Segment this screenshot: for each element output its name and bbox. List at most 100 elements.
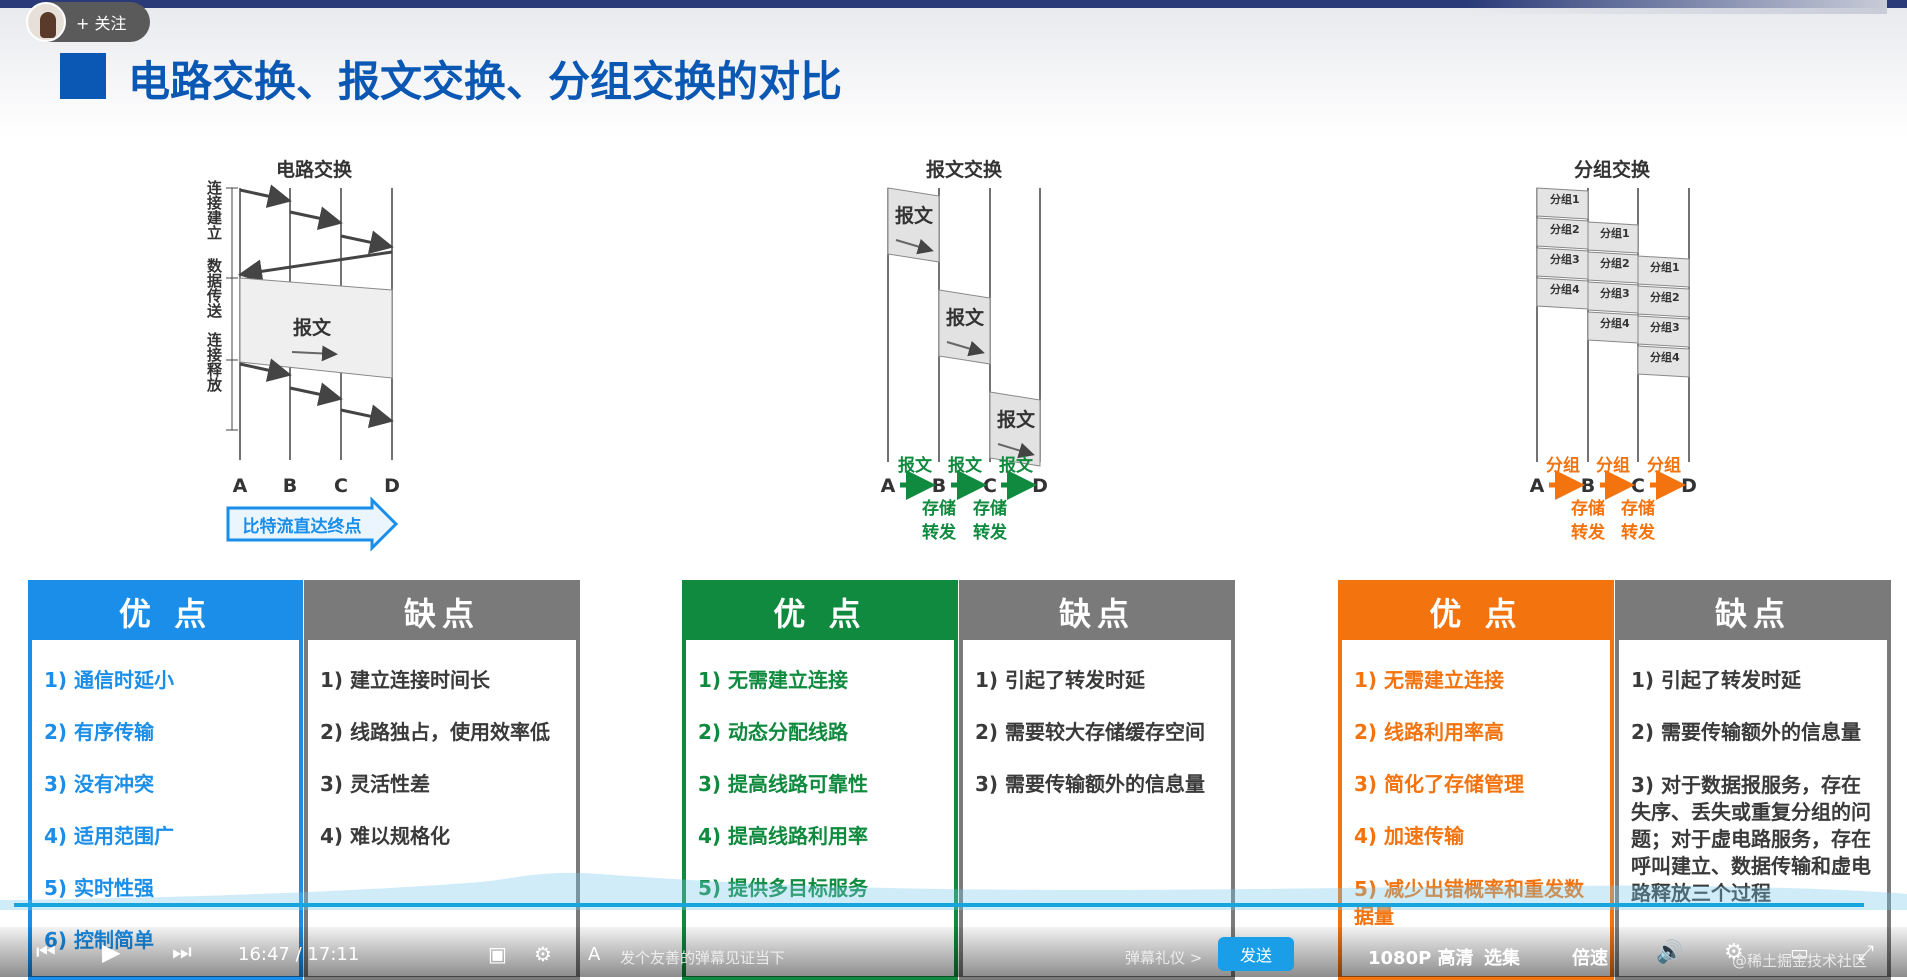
circuit-pro-6: 6) 控制简单	[44, 914, 299, 966]
packet-diagram-title: 分组交换	[1574, 158, 1651, 181]
message-node-c: C	[983, 475, 997, 497]
danmaku-etiquette-link[interactable]: 弹幕礼仪 >	[1125, 949, 1203, 967]
pip-icon[interactable]: ▭	[1790, 940, 1809, 964]
message-pro-5: 5) 提供多目标服务	[698, 862, 954, 914]
message-node-a: A	[881, 475, 896, 497]
packet-con-2: 2) 需要传输额外的信息量	[1631, 720, 1862, 744]
packet-pro-2: 2) 线路利用率高	[1354, 720, 1505, 744]
time-total: 17:11	[307, 944, 360, 965]
message-node-d: D	[1032, 475, 1048, 497]
bitstream-arrow	[226, 496, 399, 552]
packet-a-2: 分组2	[1550, 222, 1580, 236]
circuit-node-d: D	[384, 475, 400, 497]
packet-store-b: 存储	[1571, 498, 1605, 519]
packet-hop-label-3: 分组	[1647, 455, 1681, 476]
circuit-cons-panel: 缺点 1) 建立连接时间长 2) 线路独占，使用效率低 3) 灵活性差 4) 难…	[304, 580, 580, 980]
message-pros-panel: 优 点 1) 无需建立连接 2) 动态分配线路 3) 提高线路可靠性 4) 提高…	[682, 580, 958, 980]
message-node-b: B	[932, 475, 946, 497]
quality-selector[interactable]: 1080P 高清	[1368, 948, 1474, 969]
speed-button[interactable]: 倍速	[1572, 948, 1608, 969]
packet-b-4: 分组4	[1600, 316, 1630, 330]
fullscreen-icon[interactable]: ⤢	[1858, 940, 1874, 964]
packet-c-1: 分组1	[1650, 260, 1680, 274]
slide-title: 电路交换、报文交换、分组交换的对比	[128, 57, 843, 106]
packet-pro-5: 5) 减少出错概率和重发数据量	[1354, 877, 1584, 928]
message-pro-1: 1) 无需建立连接	[698, 668, 849, 692]
packet-pro-4: 4) 加速传输	[1354, 824, 1465, 848]
danmaku-style-icon[interactable]: A	[588, 944, 601, 965]
packet-c-2: 分组2	[1650, 290, 1680, 304]
message-cons-title: 缺点	[963, 584, 1231, 640]
settings-icon[interactable]: ⚙	[1724, 940, 1744, 965]
packet-c-3: 分组3	[1650, 320, 1680, 334]
slide-header-background	[0, 8, 1907, 138]
packet-node-c: C	[1631, 475, 1645, 497]
send-button[interactable]: 发送	[1218, 937, 1294, 971]
packet-hop-label-1: 分组	[1546, 455, 1580, 476]
circuit-diagram: 电路交换 连接建立 数据传送 连接释放 报文 A B C D 比特流直达终点	[205, 158, 400, 552]
message-block-3: 报文	[997, 408, 1036, 431]
message-pro-3: 3) 提高线路可靠性	[698, 772, 869, 796]
circuit-con-2: 2) 线路独占，使用效率低	[320, 720, 551, 744]
danmaku-input[interactable]: 发个友善的弹幕见证当下	[620, 949, 786, 967]
circuit-phase-setup: 连接建立	[205, 179, 223, 240]
packet-a-1: 分组1	[1550, 192, 1580, 206]
avatar[interactable]	[26, 2, 66, 42]
message-pro-2: 2) 动态分配线路	[698, 720, 849, 744]
danmaku-toggle-icon[interactable]: ▣	[488, 942, 507, 966]
packet-cons-title: 缺点	[1619, 584, 1887, 640]
circuit-phase-transfer: 数据传送	[205, 257, 223, 319]
circuit-pro-4: 4) 适用范围广	[44, 824, 175, 848]
message-block-1: 报文	[895, 204, 934, 227]
progress-bar[interactable]	[14, 903, 1864, 907]
packet-hop-label-2: 分组	[1596, 455, 1630, 476]
circuit-con-4: 4) 难以规格化	[320, 824, 451, 848]
circuit-data-label: 报文	[293, 316, 332, 339]
packet-a-4: 分组4	[1550, 282, 1580, 296]
message-store-c: 存储	[973, 498, 1007, 519]
time-separator: /	[295, 944, 302, 965]
packet-con-3: 3) 对于数据报服务，存在失序、丢失或重复分组的问题；对于虚电路服务，存在呼叫建…	[1631, 773, 1871, 905]
time-display: 16:47 / 17:11	[238, 944, 359, 965]
message-forward-c: 转发	[973, 522, 1008, 543]
danmaku-settings-icon[interactable]: ⚙	[534, 942, 552, 966]
message-con-3: 3) 需要传输额外的信息量	[975, 772, 1206, 796]
message-hop-label-3: 报文	[999, 455, 1034, 476]
message-diagram-title: 报文交换	[926, 158, 1003, 181]
packet-a-3: 分组3	[1550, 252, 1580, 266]
player-controls	[0, 927, 1907, 977]
danmaku-wave	[0, 872, 1907, 910]
circuit-cons-title: 缺点	[308, 584, 576, 640]
play-icon[interactable]: ▶	[102, 938, 121, 966]
circuit-pro-1: 1) 通信时延小	[44, 668, 175, 692]
packet-node-a: A	[1530, 475, 1545, 497]
circuit-pro-2: 2) 有序传输	[44, 720, 155, 744]
circuit-pros-title: 优 点	[32, 584, 299, 640]
follow-label: + 关注	[76, 14, 127, 33]
packet-cons-panel: 缺点 1) 引起了转发时延 2) 需要传输额外的信息量 3) 对于数据报服务，存…	[1615, 580, 1891, 980]
video-top-strip	[0, 0, 1907, 8]
watermark: @稀土掘金技术社区	[1732, 952, 1868, 970]
bitstream-label: 比特流直达终点	[243, 516, 362, 537]
packet-b-3: 分组3	[1600, 286, 1630, 300]
time-current: 16:47	[238, 944, 290, 965]
prev-icon[interactable]: ⏮	[36, 940, 56, 965]
circuit-pros-panel: 优 点 1) 通信时延小 2) 有序传输 3) 没有冲突 4) 适用范围广 5)…	[28, 580, 303, 980]
packet-b-1: 分组1	[1600, 226, 1630, 240]
circuit-con-1: 1) 建立连接时间长	[320, 668, 491, 692]
message-diagram: 报文交换 报文 报文 报文 报文 报文 报文 A B C D 存储 转发 存储 …	[881, 158, 1048, 543]
circuit-con-3: 3) 灵活性差	[320, 772, 431, 796]
episodes-button[interactable]: 选集	[1484, 948, 1520, 969]
next-icon[interactable]: ⏭	[172, 940, 192, 965]
top-right-banner	[1467, 0, 1887, 14]
packet-forward-c: 转发	[1621, 522, 1656, 543]
follow-button[interactable]: + 关注	[26, 2, 150, 42]
switching-diagrams: 电路交换 连接建立 数据传送 连接释放 报文 A B C D 比特流直达终点 报…	[205, 158, 1697, 552]
packet-store-c: 存储	[1621, 498, 1655, 519]
circuit-pro-3: 3) 没有冲突	[44, 772, 155, 796]
packet-pros-panel: 优 点 1) 无需建立连接 2) 线路利用率高 3) 简化了存储管理 4) 加速…	[1338, 580, 1614, 980]
message-pros-title: 优 点	[686, 584, 954, 640]
packet-node-b: B	[1581, 475, 1595, 497]
volume-icon[interactable]: 🔊	[1656, 940, 1684, 965]
circuit-node-b: B	[283, 475, 297, 497]
